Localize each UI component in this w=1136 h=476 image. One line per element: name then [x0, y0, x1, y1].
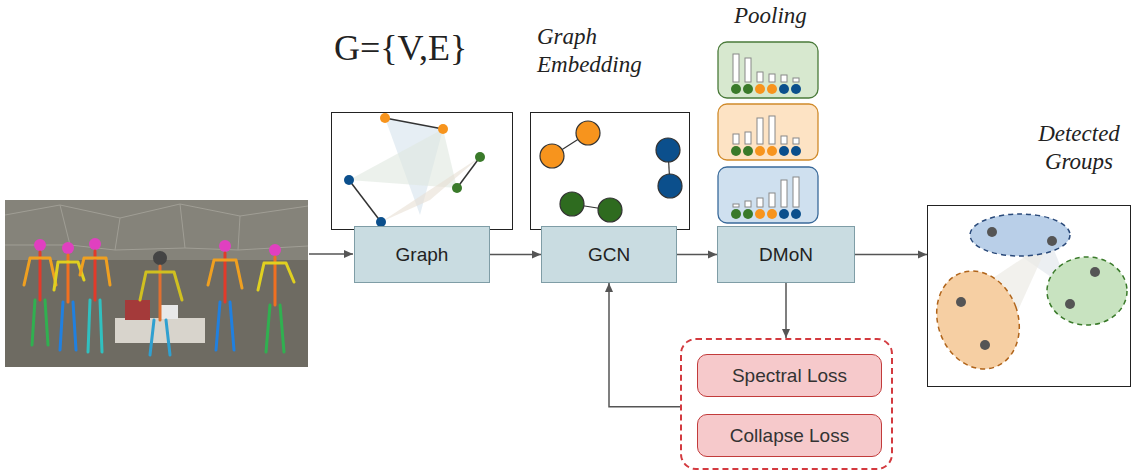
- process-box: DMoN: [717, 226, 855, 283]
- panel-heading: G={V,E}: [334, 27, 467, 70]
- embedding-figure: [540, 121, 682, 222]
- graph-panel: G={V,E}: [331, 112, 513, 230]
- process-box: GCN: [541, 226, 677, 283]
- input-photo: [5, 200, 308, 367]
- connector: [785, 283, 787, 338]
- graph-figure: [344, 113, 485, 227]
- groups-figure: [923, 214, 1127, 381]
- groups-panel: Detected Groups: [927, 205, 1131, 387]
- box-label: Collapse Loss: [730, 425, 849, 447]
- connector: [490, 254, 541, 256]
- panel-heading: Graph Embedding: [537, 23, 677, 78]
- pooling-group: Pooling: [718, 42, 818, 223]
- connector: [609, 283, 680, 407]
- box-label: Spectral Loss: [732, 365, 847, 387]
- embedding-panel: Graph Embedding: [530, 112, 690, 230]
- loss-box: Spectral Loss: [697, 354, 882, 397]
- connector: [677, 254, 717, 256]
- panel-heading: Pooling: [734, 2, 824, 30]
- panel-heading: Detected Groups: [1024, 120, 1134, 175]
- input-arrow: [309, 253, 353, 255]
- connector: [855, 254, 927, 256]
- box-label: Graph: [396, 244, 449, 266]
- box-label: GCN: [588, 244, 630, 266]
- pooling-bars: [718, 42, 818, 223]
- loss-box: Collapse Loss: [697, 414, 882, 457]
- loss-group: Spectral LossCollapse Loss: [680, 338, 893, 470]
- process-box: Graph: [354, 226, 490, 283]
- box-label: DMoN: [759, 244, 813, 266]
